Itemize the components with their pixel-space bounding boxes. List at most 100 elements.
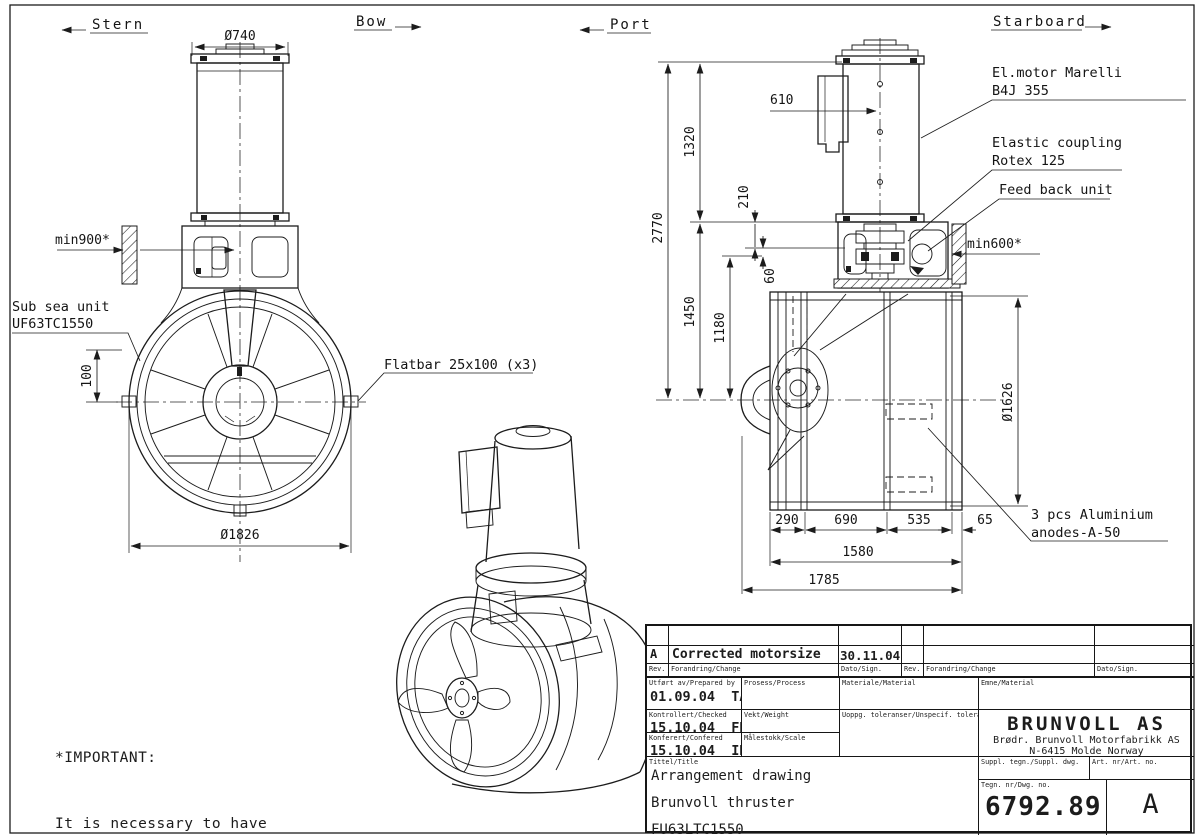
bow-label: Bow [356,14,387,30]
starboard-label: Starboard [993,14,1087,30]
motor-label-line2: B4J 355 [992,83,1049,99]
dim-1180: 1180 [713,312,728,343]
dim-535: 535 [907,513,930,528]
revision-rev-value: A [647,646,669,664]
change-header: Forandring/Change [669,664,839,678]
dwg-no-label: Tegn. nr/Dwg. no. [981,781,1051,789]
flatbar-bottom [233,504,247,517]
dim-1580: 1580 [842,545,873,560]
confered-label: Konferert/Confered [649,734,723,742]
dim-min600: min600* [967,237,1022,252]
dim-1785: 1785 [808,573,839,588]
note-line: It is necessary to have [55,816,268,832]
subsea-label-line1: Sub sea unit [12,299,110,315]
dim-690: 690 [834,513,857,528]
company-name: BRUNVOLL AS [1007,713,1166,735]
date-sign-header: Dato/Sign. [839,664,902,678]
rev-empty-cell [1095,626,1194,646]
title-label: Tittel/Title [649,758,699,766]
weight-cell: Vekt/Weight [742,710,840,733]
coupling-label-line1: Elastic coupling [992,135,1122,151]
rev-empty-cell [902,646,924,664]
date-sign-header: Dato/Sign. [1095,664,1194,678]
iso-terminal-box [458,446,501,514]
terminal-box [817,75,849,153]
revision-letter-cell: A [1142,789,1159,820]
suppl-dwg-cell: Suppl. tegn./Suppl. dwg. [979,757,1090,780]
anodes-label-line2: anodes-A-50 [1031,525,1120,541]
title-line1: Arrangement drawing [651,768,812,784]
confered-cell: Konferert/Confered 15.10.04 IB [647,733,742,757]
confered-value: 15.10.04 IB [650,743,742,757]
front-view: min900* Ø740 100 Ø1826 Sub sea unit UF63… [12,29,538,562]
feedback-unit-mark [911,243,933,265]
prepared-label: Utført av/Prepared by [649,679,735,687]
tolerances-cell: Uoppg. toleranser/Unspecif. tolerances [840,710,979,757]
port-label: Port [610,17,652,33]
min900-wall-hatch [121,225,138,285]
prepared-value: 01.09.04 TAE [650,689,741,705]
rev-header: Rev. [647,664,669,678]
title-block: A Corrected motorsize 30.11.04 KSS Rev. … [645,624,1194,835]
dim-1450: 1450 [683,296,698,327]
side-view: min600* 610 2770 1320 1450 1180 [651,38,1186,594]
note-line: *IMPORTANT: [55,750,157,766]
title-line3: FU63LTC1550 [651,822,744,835]
checked-cell: Kontrollert/Checked 15.10.04 FH [647,710,742,733]
rev-empty-cell [839,626,902,646]
checked-label: Kontrollert/Checked [649,711,727,719]
dim-dia-1826: Ø1826 [220,528,259,543]
checked-value: 15.10.04 FH [650,720,742,733]
anode-upper [885,403,933,420]
flatbar-right [343,395,359,408]
rev-empty-cell [902,626,924,646]
change-header: Forandring/Change [924,664,1095,678]
direction-labels: Stern Bow Port Starboard [61,14,1112,34]
revision-date-value: 30.11.04 KSS [839,646,902,664]
rev-empty-cell [669,626,839,646]
dim-100: 100 [80,364,95,387]
stern-label: Stern [92,17,144,33]
side-tunnel [769,291,963,511]
anode-lower [885,476,933,493]
dim-1320: 1320 [683,126,698,157]
prepared-cell: Utført av/Prepared by 01.09.04 TAE [647,678,742,710]
drawing-number: 6792.89 [985,792,1102,822]
coupling-label-line2: Rotex 125 [992,153,1065,169]
company-cell: BRUNVOLL AS Brødr. Brunvoll Motorfabrikk… [979,710,1194,757]
title-cell: Tittel/Title Arrangement drawing Brunvol… [647,757,979,835]
flatbar-left [121,395,137,408]
scale-cell: Målestokk/Scale [742,733,840,757]
front-gear-housing [181,225,299,289]
dim-60: 60 [763,268,778,284]
feedback-label: Feed back unit [999,182,1113,198]
company-address-line2: N-6415 Molde Norway [1029,746,1144,757]
rev-empty-cell [924,626,1095,646]
dim-210: 210 [737,185,752,208]
dim-610: 610 [770,93,793,108]
dim-dia-1626: Ø1626 [1001,382,1016,421]
company-address-line1: Brødr. Brunvoll Motorfabrikk AS [993,735,1180,746]
material-cell: Materiale/Material [840,678,979,710]
front-tunnel-outer [128,290,352,514]
rev-empty-cell [924,646,1095,664]
process-cell: Prosess/Process [742,678,840,710]
art-no-cell: Art. nr/Art. no. [1090,757,1194,780]
dim-min900: min900* [55,233,110,248]
dim-2770: 2770 [651,212,666,243]
dim-290: 290 [775,513,798,528]
dim-dia-740: Ø740 [224,29,255,44]
front-prop-hub [202,364,278,440]
motor-label-line1: El.motor Marelli [992,65,1122,81]
rev-empty-cell [1095,646,1194,664]
sheet-border [9,4,1195,834]
revision-change-value: Corrected motorsize [669,646,839,664]
dim-65: 65 [977,513,993,528]
title-line2: Brunvoll thruster [651,795,795,811]
subsea-label-line2: UF63TC1550 [12,316,93,332]
dwg-no-cell: Tegn. nr/Dwg. no. 6792.89 [979,780,1107,835]
flatbar-label: Flatbar 25x100 (x3) [384,357,538,373]
rev-header: Rev. [902,664,924,678]
